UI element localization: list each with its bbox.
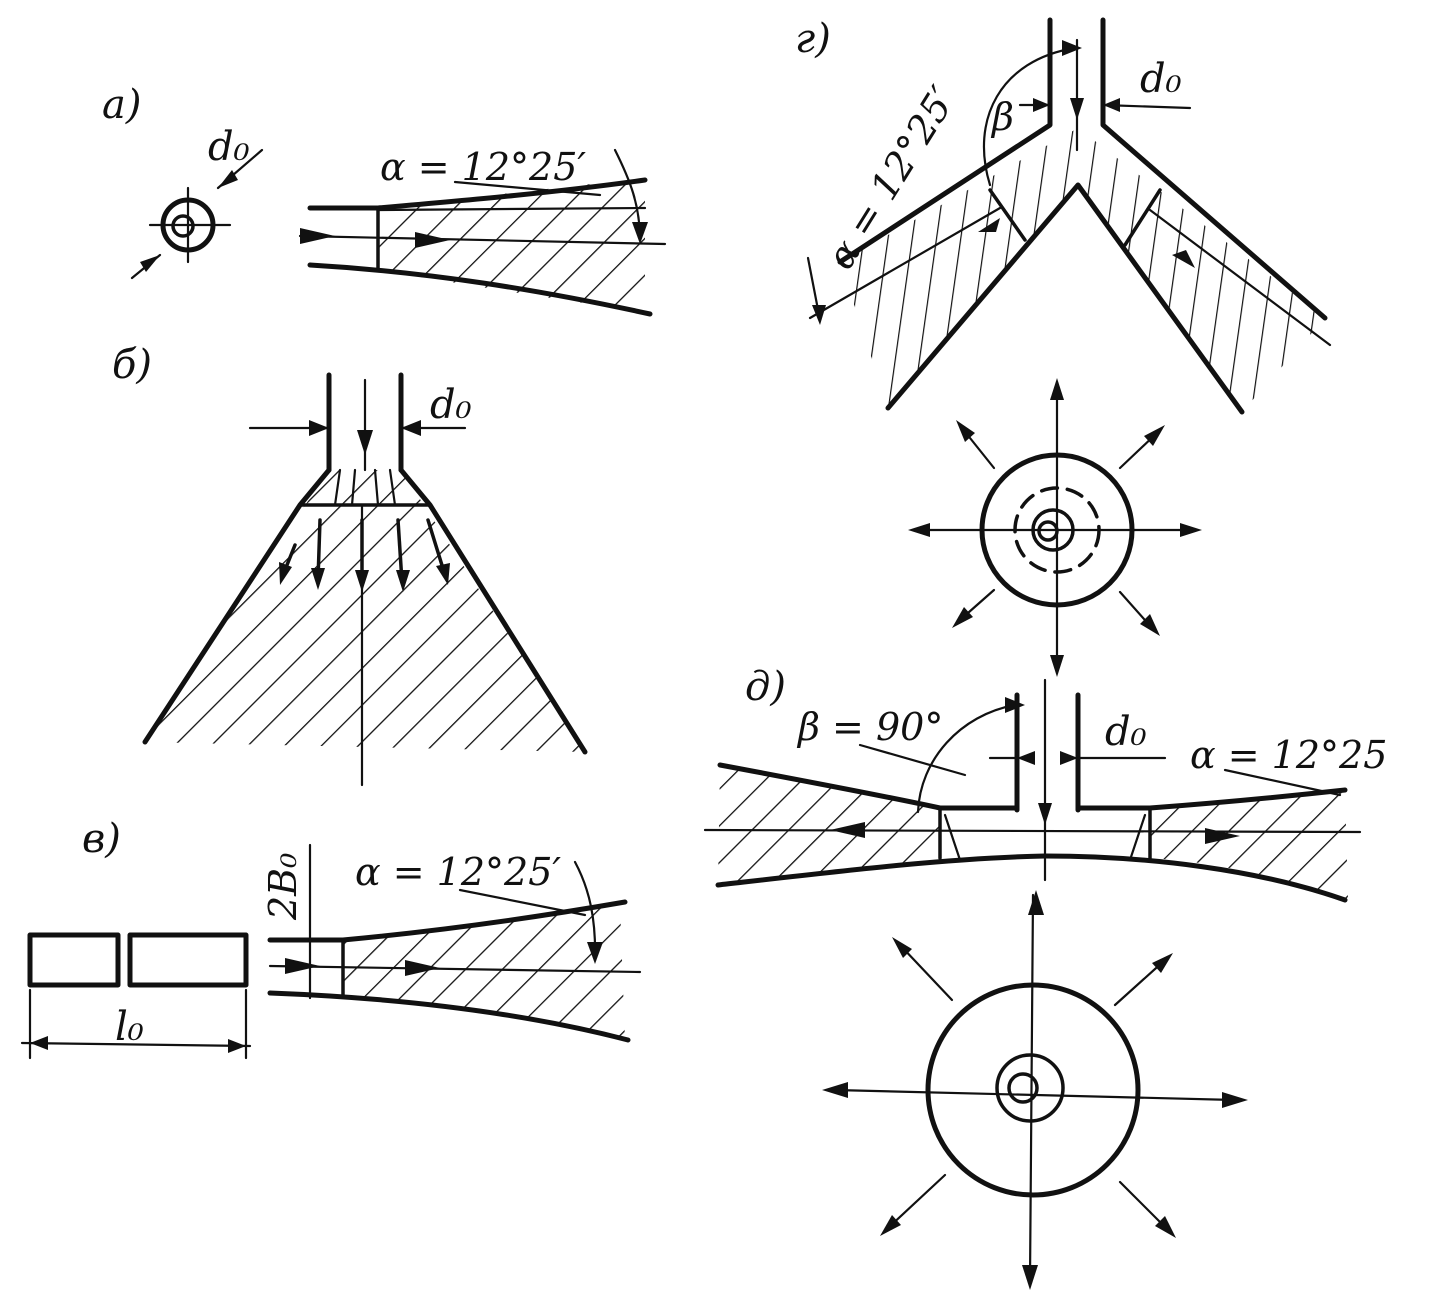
panel-v-nozzle-section [20, 932, 252, 1060]
panel-d-beta-label: β = 90° [796, 705, 943, 749]
panel-d-label: д) [745, 664, 786, 710]
panel-v-l0-label: l₀ [115, 1004, 144, 1050]
panel-v-label: в) [82, 816, 121, 862]
panel-g-nozzle [1018, 17, 1192, 152]
panel-v-jet [267, 843, 642, 1043]
panel-a-alpha-label: α = 12°25′ [380, 145, 586, 189]
panel-g-label: г) [795, 16, 831, 62]
panel-b-d0-label: d₀ [430, 382, 472, 428]
panel-a-d0-label: d₀ [208, 124, 250, 170]
panel-d-d0-label: d₀ [1105, 709, 1147, 755]
panel-v-alpha-label: α = 12°25′ [355, 850, 561, 894]
panel-v-2b0-label: 2B₀ [261, 853, 305, 921]
panel-b-label: б) [112, 342, 152, 388]
panel-g-arms [806, 40, 1332, 415]
panel-b-conical-jet: б) d₀ [112, 342, 588, 787]
panel-d-flat-jet [703, 697, 1362, 903]
panel-a-label: а) [102, 82, 141, 128]
panel-g-d0-label: d₀ [1140, 56, 1182, 102]
panel-a-round-nozzle: а) d₀ α = 12°25′ [102, 82, 667, 317]
panel-d-radial-jet: д) d₀ [703, 664, 1387, 1290]
round-nozzle-cross-section [130, 148, 264, 280]
panel-g-angled-jet: г) d₀ β α = [795, 16, 1332, 677]
panel-g-beta-label: β [990, 95, 1014, 139]
panel-d-nozzle [988, 678, 1167, 882]
panel-v-slot-nozzle: в) l₀ 2B₀ α = 12°25′ [20, 816, 642, 1060]
panel-b-cone [142, 467, 588, 787]
panel-d-alpha-label: α = 12°25 [1190, 733, 1387, 777]
panel-a-jet [298, 148, 667, 317]
panel-g-radial-plan-view [908, 378, 1202, 677]
panel-d-radial-plan-view [822, 890, 1248, 1290]
panel-b-nozzle [248, 372, 467, 473]
